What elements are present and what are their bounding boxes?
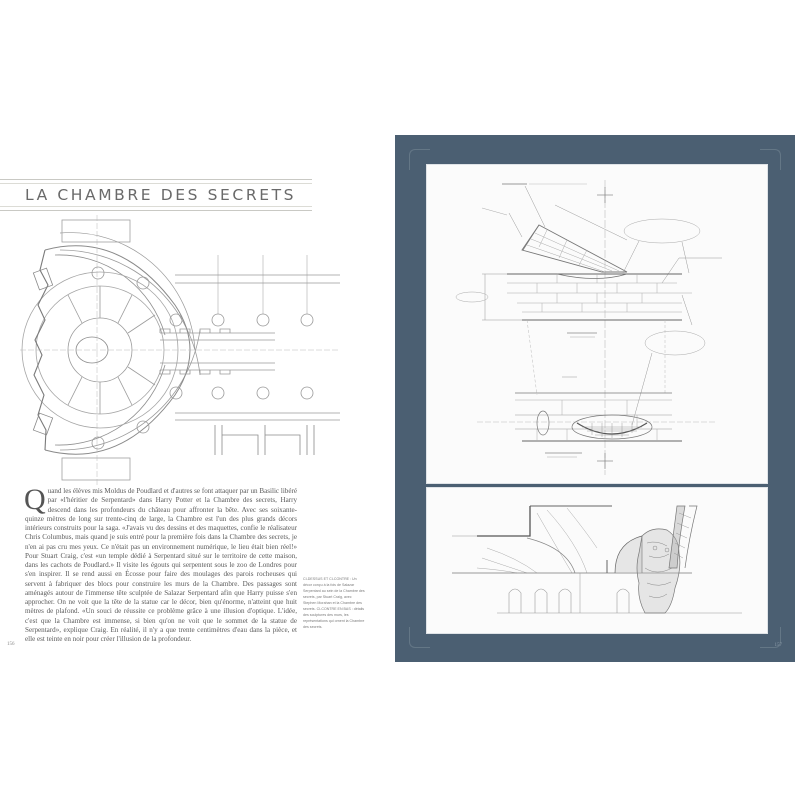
frame-corner-ornament: [409, 149, 430, 170]
image-caption: CI-DESSUS ET CI-CONTRE : Un décor conçu …: [303, 577, 365, 629]
chapter-title: LA CHAMBRE DES SECRETS: [25, 186, 297, 204]
frame-corner-ornament: [760, 149, 781, 170]
article-body: Q uand les élèves mis Moldus de Poudlard…: [24, 483, 297, 644]
floorplan-blueprint: [0, 215, 340, 485]
page-number-right: 157: [774, 643, 783, 648]
left-page: LA CHAMBRE DES SECRETS: [0, 135, 385, 665]
drop-cap: Q: [24, 483, 46, 516]
right-page: 157: [395, 135, 795, 662]
frame-corner-ornament: [409, 627, 430, 648]
sketch-panel-plan: [426, 164, 768, 484]
sketch-panel-statue: [426, 487, 768, 634]
page-number-left: 156: [7, 642, 15, 647]
title-banner: LA CHAMBRE DES SECRETS: [0, 179, 312, 211]
article-text: uand les élèves mis Moldus de Poudlard e…: [25, 487, 297, 643]
frame-corner-ornament: [760, 627, 781, 648]
